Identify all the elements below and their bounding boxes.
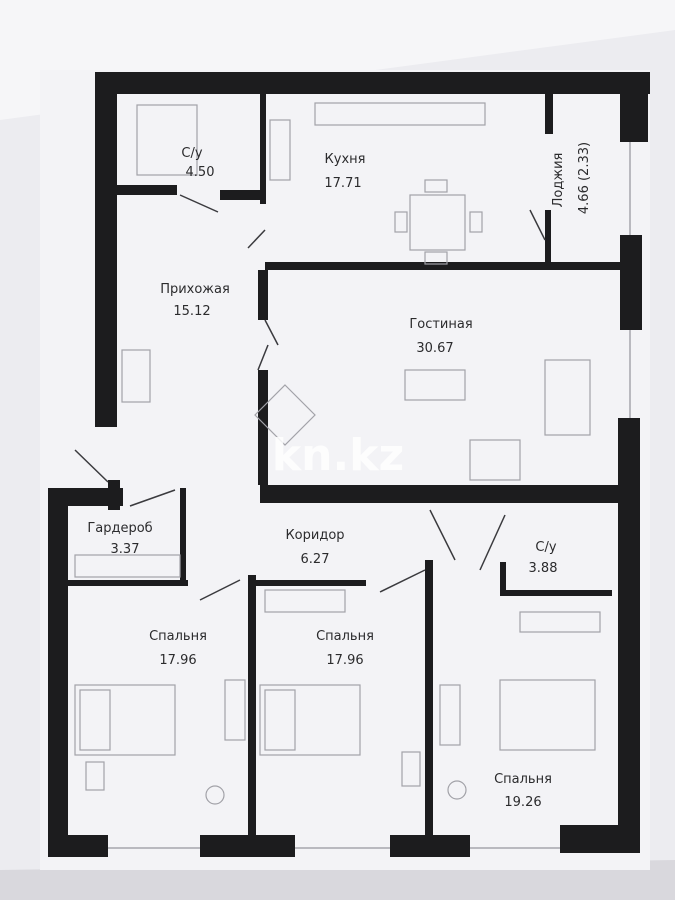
room-name-corridor: Коридор bbox=[285, 528, 344, 543]
room-name-kitchen: Кухня bbox=[325, 152, 366, 167]
room-name-bed3: Спальня bbox=[494, 772, 552, 787]
room-name-bed1: Спальня bbox=[149, 629, 207, 644]
room-area-bed3: 19.26 bbox=[504, 795, 541, 810]
room-area-corridor: 6.27 bbox=[301, 552, 330, 567]
room-area-bed1: 17.96 bbox=[159, 653, 196, 668]
room-area-kitchen: 17.71 bbox=[324, 176, 361, 191]
room-name-su1: С/у bbox=[181, 146, 202, 161]
room-labels: С/у 4.50 Кухня 17.71 Лоджия 4.66 (2.33) … bbox=[87, 142, 592, 810]
room-area-bed2: 17.96 bbox=[326, 653, 363, 668]
room-name-living: Гостиная bbox=[409, 317, 472, 332]
room-area-su1: 4.50 bbox=[186, 165, 215, 180]
watermark-logo: kn.kz bbox=[272, 430, 404, 481]
room-area-hall: 15.12 bbox=[173, 304, 210, 319]
room-area-loggia: 4.66 (2.33) bbox=[577, 142, 592, 214]
furniture bbox=[74, 102, 601, 805]
paper-sheet bbox=[40, 70, 650, 870]
room-name-hall: Прихожая bbox=[160, 282, 230, 297]
walls bbox=[48, 72, 650, 857]
room-name-bed2: Спальня bbox=[316, 629, 374, 644]
room-name-wardrobe: Гардероб bbox=[87, 521, 152, 536]
room-name-loggia: Лоджия bbox=[551, 153, 566, 208]
room-area-su2: 3.88 bbox=[529, 561, 558, 576]
room-name-su2: С/у bbox=[535, 540, 556, 555]
windows bbox=[108, 142, 631, 849]
doors bbox=[74, 194, 546, 601]
room-area-wardrobe: 3.37 bbox=[111, 542, 140, 557]
room-area-living: 30.67 bbox=[416, 341, 453, 356]
